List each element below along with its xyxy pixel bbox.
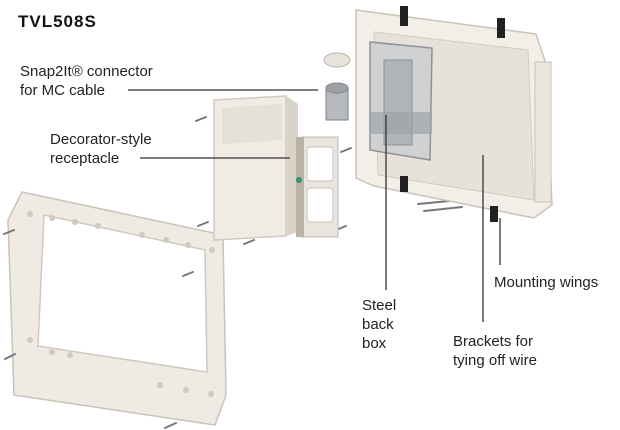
steel-box-label: Steel back box — [362, 297, 397, 352]
steel-back-box — [369, 41, 433, 161]
receptacle-label: Decorator-style receptacle — [50, 131, 152, 167]
snap2it-connector — [323, 52, 351, 121]
snap2it-label: Snap2It® connector for MC cable — [20, 63, 153, 99]
wall-plate — [7, 191, 227, 426]
decorator-receptacle — [296, 136, 339, 238]
leader-lines — [128, 89, 501, 322]
receptacle-cover — [213, 95, 298, 241]
model-title: TVL508S — [18, 12, 97, 31]
brackets-label: Brackets for tying off wire — [453, 333, 537, 369]
mounting-wings-label: Mounting wings — [494, 274, 599, 291]
